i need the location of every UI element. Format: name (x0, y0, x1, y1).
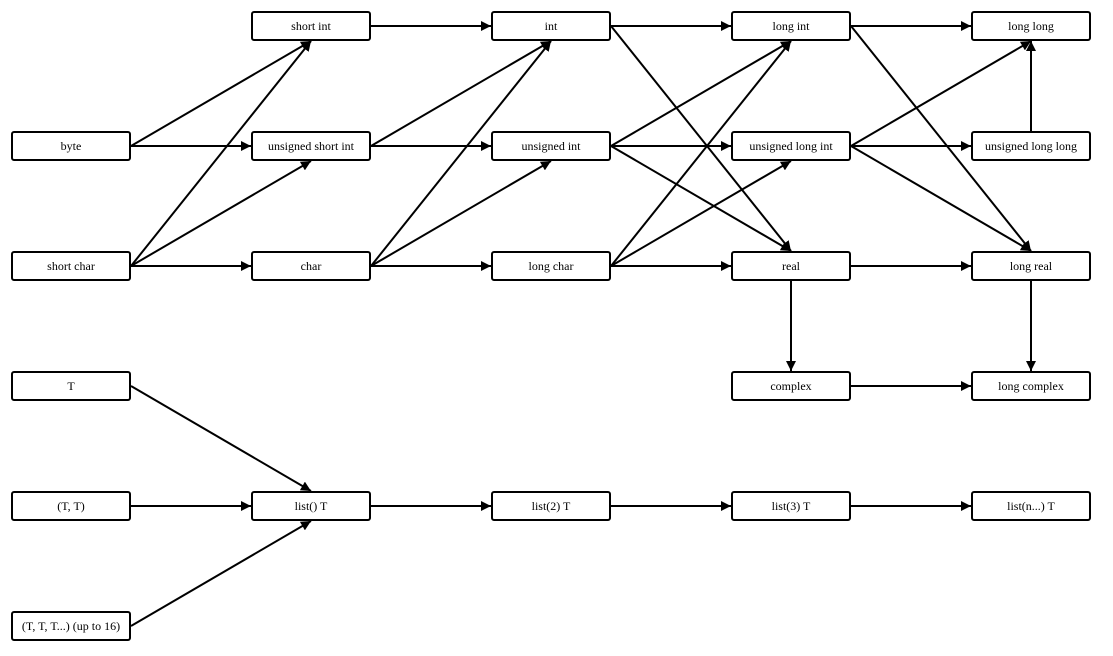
edge-unsigned-int-to-long-int (610, 40, 792, 147)
node-complex: complex (731, 371, 851, 401)
edge-char-to-int (370, 40, 552, 267)
node-short-int: short int (251, 11, 371, 41)
node-list1: list() T (251, 491, 371, 521)
node-long-char: long char (491, 251, 611, 281)
node-t: T (11, 371, 131, 401)
node-real: real (731, 251, 851, 281)
edge-int-to-real (610, 25, 792, 252)
node-listn: list(n...) T (971, 491, 1091, 521)
edge-char-to-unsigned-int (370, 160, 552, 267)
edge-unsigned-short-int-to-int (370, 40, 552, 147)
node-byte: byte (11, 131, 131, 161)
node-long-complex: long complex (971, 371, 1091, 401)
node-long-int: long int (731, 11, 851, 41)
node-list2: list(2) T (491, 491, 611, 521)
node-tuple-n: (T, T, T...) (up to 16) (11, 611, 131, 641)
node-short-char: short char (11, 251, 131, 281)
node-list3: list(3) T (731, 491, 851, 521)
node-pair: (T, T) (11, 491, 131, 521)
node-unsigned-int: unsigned int (491, 131, 611, 161)
node-long-long: long long (971, 11, 1091, 41)
edge-t-to-list1 (130, 385, 312, 492)
edge-byte-to-short-int (130, 40, 312, 147)
node-unsigned-long-long: unsigned long long (971, 131, 1091, 161)
edge-unsigned-long-int-to-long-long (850, 40, 1032, 147)
edge-long-char-to-unsigned-long-int (610, 160, 792, 267)
node-long-real: long real (971, 251, 1091, 281)
edge-long-int-to-long-real (850, 25, 1032, 252)
edge-short-char-to-unsigned-short-int (130, 160, 312, 267)
node-char: char (251, 251, 371, 281)
edge-unsigned-int-to-real (610, 145, 792, 252)
edge-tuple-n-to-list1 (130, 520, 312, 627)
node-unsigned-short-int: unsigned short int (251, 131, 371, 161)
node-int: int (491, 11, 611, 41)
edge-unsigned-long-int-to-long-real (850, 145, 1032, 252)
edge-short-char-to-short-int (130, 40, 312, 267)
node-unsigned-long-int: unsigned long int (731, 131, 851, 161)
edge-long-char-to-long-int (610, 40, 792, 267)
